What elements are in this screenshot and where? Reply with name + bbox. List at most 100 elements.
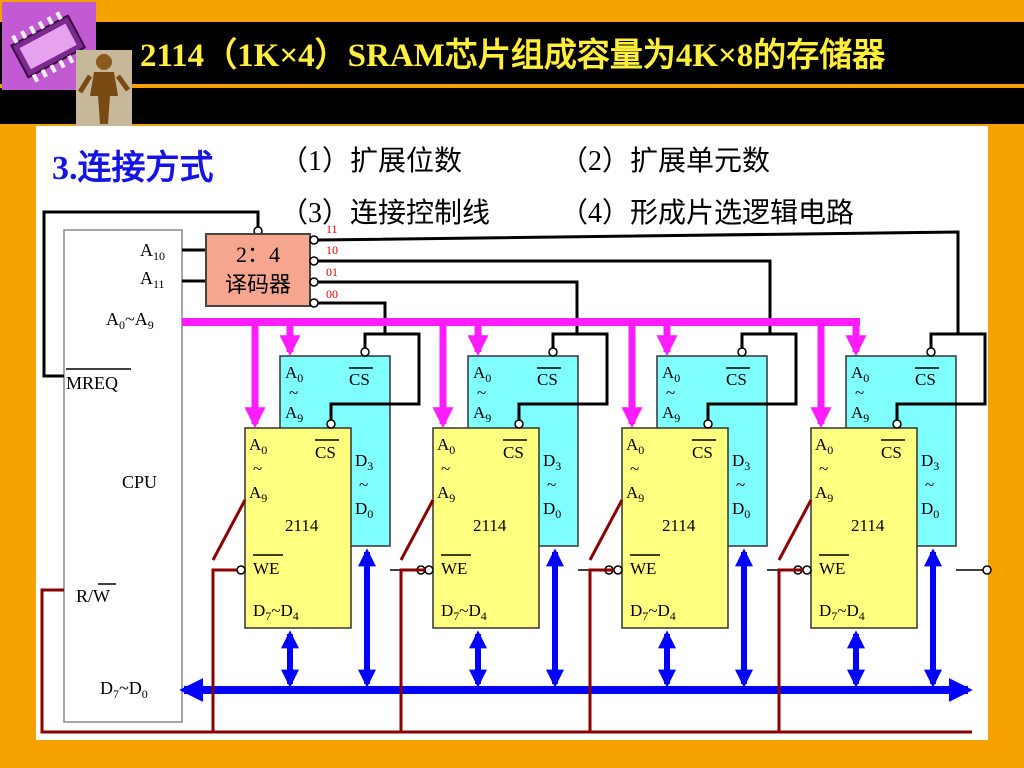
chip-front-a0-label-2: A0 — [437, 435, 455, 457]
cs-line-01 — [318, 280, 579, 330]
chip-back-d-tilde-4: ~ — [925, 475, 934, 494]
cs-line-11 — [317, 230, 960, 330]
chip-back-we-wire-3 — [588, 499, 624, 561]
chip-front-cs-label-3: CS — [692, 443, 713, 462]
cpu-a11-label: A11 — [140, 268, 165, 291]
decoder-label-top: 2：4 — [236, 242, 280, 267]
cpu-label: CPU — [122, 472, 157, 492]
chip-back-cs-bubble-3 — [737, 347, 747, 357]
cs-line-10 — [318, 259, 772, 330]
chip-back-a0-label-3: A0 — [662, 363, 680, 385]
cpu-mreq-label: MREQ — [66, 373, 118, 393]
chip-front-1 — [244, 427, 352, 629]
chip-back-a9-label-1: A9 — [285, 403, 303, 425]
chip-back-cs-label-1: CS — [349, 370, 370, 389]
chip-front-tilde-4: ~ — [819, 459, 828, 478]
chip-back-tilde-4: ~ — [855, 383, 864, 402]
step-connect-control: （3）连接控制线 — [280, 198, 491, 229]
chip-back-d-tilde-3: ~ — [736, 475, 745, 494]
cpu-block — [63, 229, 183, 723]
chip-back-d-tilde-2: ~ — [547, 475, 556, 494]
section-heading: 3.连接方式 — [52, 150, 214, 187]
chip-back-tilde-1: ~ — [289, 383, 298, 402]
chip-back-a9-label-4: A9 — [851, 403, 869, 425]
chip-back-we-wire-4 — [777, 499, 813, 561]
chip-back-a0-label-4: A0 — [851, 363, 869, 385]
chip-back-a9-label-3: A9 — [662, 403, 680, 425]
chip-back-d3-label-4: D3 — [921, 451, 939, 473]
chip-front-a9-label-4: A9 — [815, 483, 833, 505]
chip-front-4 — [810, 427, 918, 629]
cpu-a10-label: A10 — [140, 240, 165, 263]
chip-back-d-tilde-1: ~ — [359, 475, 368, 494]
decoder-output-00: 00 — [326, 287, 338, 301]
chip-front-name-1: 2114 — [285, 516, 319, 535]
chip-front-name-2: 2114 — [473, 516, 507, 535]
chip-back-d0-label-1: D0 — [355, 499, 373, 521]
chip-front-cs-bubble-4 — [892, 419, 902, 429]
chip-front-data-label-3: D7~D4 — [630, 601, 676, 623]
chip-back-we-bubble-4 — [982, 565, 992, 575]
chip-front-cs-bubble-1 — [326, 419, 336, 429]
chip-front-data-label-1: D7~D4 — [253, 601, 299, 623]
chip-front-cs-label-1: CS — [315, 443, 336, 462]
chip-front-cs-bubble-3 — [703, 419, 713, 429]
chip-cs-wire-2 — [517, 332, 609, 420]
chip-we-wire-2 — [399, 568, 425, 732]
chip-back-cs-bubble-4 — [926, 347, 936, 357]
chip-back-d0-label-3: D0 — [732, 499, 750, 521]
chip-front-data-label-2: D7~D4 — [441, 601, 487, 623]
decoder-label-bottom: 译码器 — [225, 272, 291, 297]
chip-front-we-label-2: WE — [441, 559, 467, 578]
chip-back-cs-label-2: CS — [537, 370, 558, 389]
chip-front-tilde-3: ~ — [630, 459, 639, 478]
chip-back-d3-label-1: D3 — [355, 451, 373, 473]
chip-front-a9-label-3: A9 — [626, 483, 644, 505]
chip-back-cs-bubble-1 — [360, 347, 370, 357]
chip-back-d3-label-3: D3 — [732, 451, 750, 473]
title-subbar — [0, 88, 1024, 124]
chip-back-a9-label-2: A9 — [473, 403, 491, 425]
chip-front-3 — [621, 427, 729, 629]
chip-we-wire-1 — [211, 568, 237, 732]
chip-front-name-4: 2114 — [851, 516, 885, 535]
chip-front-we-bubble-1 — [236, 565, 246, 575]
chip-we-wire-4 — [777, 568, 803, 732]
step-chip-select-logic: （4）形成片选逻辑电路 — [560, 198, 855, 229]
chip-back-a0-label-1: A0 — [285, 363, 303, 385]
chip-back-d0-label-2: D0 — [543, 499, 561, 521]
chip-we-wire-3 — [588, 568, 614, 732]
chip-front-we-bubble-2 — [424, 565, 434, 575]
chip-front-data-label-4: D7~D4 — [819, 601, 865, 623]
chip-front-we-label-1: WE — [253, 559, 279, 578]
chip-back-cs-label-4: CS — [915, 370, 936, 389]
chip-back-cs-bubble-2 — [548, 347, 558, 357]
chip-front-cs-label-4: CS — [881, 443, 902, 462]
chip-front-cs-bubble-2 — [514, 419, 524, 429]
chip-back-tilde-3: ~ — [666, 383, 675, 402]
figurine-icon — [76, 50, 132, 126]
decoder-output-10: 10 — [326, 243, 338, 257]
chip-front-cs-label-2: CS — [503, 443, 524, 462]
chip-cs-wire-4 — [895, 332, 987, 420]
rw-line — [40, 588, 972, 734]
step-expand-units: （2）扩展单元数 — [560, 146, 771, 177]
title-bar — [0, 22, 1024, 84]
chip-back-we-wire-1 — [211, 499, 247, 561]
chip-front-a0-label-1: A0 — [249, 435, 267, 457]
decoder-out-bubble-01 — [309, 277, 319, 287]
chip-back-d0-label-4: D0 — [921, 499, 939, 521]
chip-front-we-bubble-4 — [802, 565, 812, 575]
chip-front-a0-label-3: A0 — [626, 435, 644, 457]
chip-front-tilde-1: ~ — [253, 459, 262, 478]
slide-title: 2114（1K×4）SRAM芯片组成容量为4K×8的存储器 — [140, 38, 886, 74]
decoder-out-bubble-10 — [309, 256, 319, 266]
chip-front-a9-label-1: A9 — [249, 483, 267, 505]
chip-front-we-label-3: WE — [630, 559, 656, 578]
chip-cs-wire-3 — [706, 332, 798, 420]
cpu-data-label: D7~D0 — [100, 678, 148, 701]
chip-front-a0-label-4: A0 — [815, 435, 833, 457]
chip-back-d3-label-2: D3 — [543, 451, 561, 473]
decoder-output-01: 01 — [326, 265, 338, 279]
decoder-out-bubble-00 — [309, 298, 319, 308]
